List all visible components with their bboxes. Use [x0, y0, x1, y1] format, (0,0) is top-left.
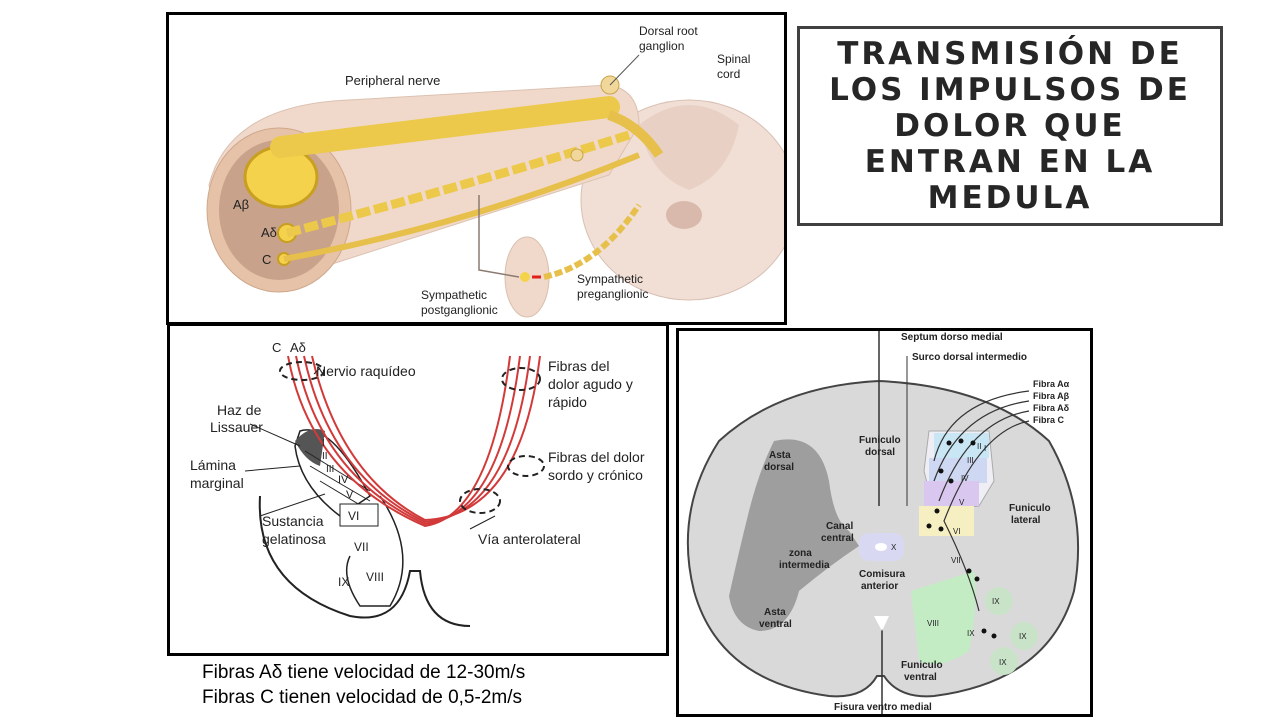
label-zona-2: intermedia	[779, 560, 830, 571]
velocity-caption: Fibras Aδ tiene velocidad de 12-30m/s Fi…	[202, 660, 525, 710]
label-lamina-V: V	[959, 498, 965, 507]
label-c: C	[272, 340, 281, 355]
label-roman-VII: VII	[354, 540, 369, 554]
label-lamina-IV: IV	[961, 474, 969, 483]
label-fisura: Fisura ventro medial	[834, 702, 932, 713]
laminae-illustration: C Aδ Nervio raquídeo Haz de Lissauer Lám…	[190, 340, 645, 627]
label-sustancia-2: gelatinosa	[262, 531, 326, 547]
label-roman-III: III	[326, 464, 334, 475]
label-lamina-2: marginal	[190, 475, 244, 491]
label-lamina-VII: VII	[951, 556, 961, 565]
label-nervio: Nervio raquídeo	[316, 363, 416, 379]
label-fibras-agudo-1: Fibras del	[548, 358, 609, 374]
label-lamina-1: Lámina	[190, 457, 236, 473]
label-septum: Septum dorso medial	[901, 332, 1003, 343]
label-asta-ventral-1: Asta	[764, 607, 786, 618]
label-symp-pre-2: preganglionic	[577, 287, 648, 301]
label-fibra-c: Fibra C	[1033, 415, 1065, 425]
label-roman-I: I	[322, 438, 325, 449]
label-a-beta: Aβ	[233, 197, 249, 212]
spinal-cord-section-diagram: Septum dorso medial Surco dorsal interme…	[676, 328, 1093, 717]
label-canal-2: central	[821, 533, 854, 544]
label-fibras-sordo-2: sordo y crónico	[548, 467, 643, 483]
label-dorsal-root-2: ganglion	[639, 39, 684, 53]
label-symp-post-1: Sympathetic	[421, 288, 487, 302]
label-roman-II: II	[322, 451, 328, 462]
label-fibras-agudo-3: rápido	[548, 394, 587, 410]
label-lamina-II: II	[977, 442, 981, 451]
label-haz-2: Lissauer	[210, 419, 263, 435]
label-lamina-III: III	[967, 456, 974, 465]
label-symp-post-2: postganglionic	[421, 303, 498, 317]
caption-line-1: Fibras Aδ tiene velocidad de 12-30m/s	[202, 662, 526, 683]
dorsal-horn-diagram: C Aδ Nervio raquídeo Haz de Lissauer Lám…	[167, 323, 669, 656]
label-dorsal-root-1: Dorsal root	[639, 24, 698, 38]
nerve-illustration: Peripheral nerve Dorsal root ganglion Sp…	[206, 24, 784, 318]
label-lamina-IX-c: IX	[1019, 632, 1027, 641]
label-lamina-IX-a: IX	[992, 597, 1000, 606]
label-haz-1: Haz de	[217, 402, 262, 418]
label-asta-ventral-2: ventral	[759, 619, 792, 630]
label-funiculo-ventral-1: Funiculo	[901, 660, 943, 671]
label-via: Vía anterolateral	[478, 531, 581, 547]
label-comisura-2: anterior	[861, 581, 898, 592]
label-roman-VI: VI	[348, 509, 359, 523]
label-surco: Surco dorsal intermedio	[912, 352, 1027, 363]
label-zona-1: zona	[789, 548, 812, 559]
cord-section-illustration: Septum dorso medial Surco dorsal interme…	[686, 331, 1080, 714]
slide-title: TRANSMISIÓN DE LOS IMPULSOS DE DOLOR QUE…	[829, 36, 1191, 216]
label-funiculo-lateral-1: Funiculo	[1009, 503, 1051, 514]
label-funiculo-lateral-2: lateral	[1011, 515, 1041, 526]
title-box: TRANSMISIÓN DE LOS IMPULSOS DE DOLOR QUE…	[797, 26, 1223, 226]
label-sustancia-1: Sustancia	[262, 513, 324, 529]
label-lamina-IX-d: IX	[999, 658, 1007, 667]
label-funiculo-ventral-2: ventral	[904, 672, 937, 683]
label-fibras-sordo-1: Fibras del dolor	[548, 449, 645, 465]
label-fibra-aa: Fibra Aα	[1033, 379, 1070, 389]
label-a-delta: Aδ	[290, 340, 306, 355]
label-asta-dorsal-1: Asta	[769, 450, 791, 461]
label-roman-IV: IV	[338, 474, 349, 486]
label-peripheral-nerve: Peripheral nerve	[345, 73, 440, 88]
label-lamina-VIII: VIII	[927, 619, 939, 628]
label-lamina-I: I	[984, 444, 986, 453]
label-roman-V: V	[346, 489, 354, 501]
label-lamina-IX-b: IX	[967, 629, 975, 638]
label-c: C	[262, 252, 271, 267]
label-spinal-1: Spinal	[717, 52, 750, 66]
label-canal-1: Canal	[826, 521, 853, 532]
label-spinal-2: cord	[717, 67, 740, 81]
label-symp-pre-1: Sympathetic	[577, 272, 643, 286]
label-fibra-ad: Fibra Aδ	[1033, 403, 1070, 413]
caption-line-2: Fibras C tienen velocidad de 0,5-2m/s	[202, 687, 522, 708]
peripheral-nerve-diagram: Peripheral nerve Dorsal root ganglion Sp…	[166, 12, 787, 325]
label-lamina-X: X	[891, 543, 897, 552]
label-fibras-agudo-2: dolor agudo y	[548, 376, 633, 392]
label-funiculo-dorsal-1: Funiculo	[859, 435, 901, 446]
label-asta-dorsal-2: dorsal	[764, 462, 794, 473]
label-lamina-VI: VI	[953, 527, 961, 536]
label-fibra-ab: Fibra Aβ	[1033, 391, 1070, 401]
label-roman-IX: IX	[338, 575, 349, 589]
label-roman-VIII: VIII	[366, 570, 384, 584]
label-funiculo-dorsal-2: dorsal	[865, 447, 895, 458]
label-comisura-1: Comisura	[859, 569, 906, 580]
label-a-delta: Aδ	[261, 225, 277, 240]
